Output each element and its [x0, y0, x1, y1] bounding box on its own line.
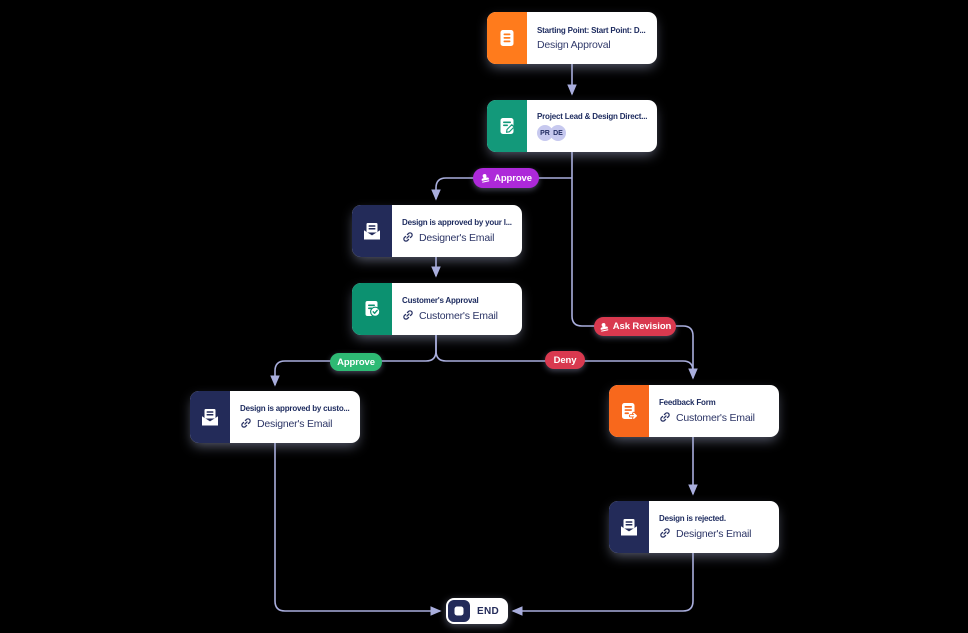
node-title: Design is rejected.	[659, 513, 726, 523]
node-project-lead-approval[interactable]: Project Lead & Design Direct... PR DE	[487, 100, 657, 152]
node-title: Feedback Form	[659, 397, 716, 407]
node-title: Design is approved by your l...	[402, 217, 512, 227]
node-title: Project Lead & Design Direct...	[537, 112, 648, 121]
branch-label-approve[interactable]: Approve	[473, 168, 539, 188]
branch-label-text: Deny	[553, 354, 577, 366]
linked-field-label: Designer's Email	[257, 418, 333, 430]
approval-task-icon	[487, 100, 527, 152]
linked-field-label: Customer's Email	[419, 310, 498, 322]
branch-label-deny[interactable]: Deny	[545, 351, 585, 369]
approver-badge: DE	[550, 125, 566, 141]
node-customer-approval[interactable]: Customer's Approval Customer's Email	[352, 283, 522, 335]
node-title: Starting Point: Start Point: D...	[537, 26, 646, 35]
email-icon	[352, 205, 392, 257]
approver-badges: PR DE	[537, 125, 653, 141]
end-label: END	[476, 605, 499, 617]
linked-field-label: Designer's Email	[419, 232, 495, 244]
node-title: Design is approved by custo...	[240, 403, 350, 413]
approval-check-icon	[352, 283, 392, 335]
feedback-form-icon	[609, 385, 649, 437]
branch-label-text: Ask Revision	[612, 321, 672, 332]
node-subtitle: Design Approval	[537, 39, 611, 51]
node-email-approved-by-lead[interactable]: Design is approved by your l... Designer…	[352, 205, 522, 257]
link-icon	[659, 527, 671, 542]
link-icon	[659, 411, 671, 426]
link-icon	[402, 309, 414, 324]
stop-square-icon	[448, 600, 470, 622]
email-icon	[190, 391, 230, 443]
link-icon	[240, 417, 252, 432]
linked-field-label: Customer's Email	[676, 412, 755, 424]
approver-badge: PR	[537, 125, 553, 141]
branch-label-text: Approve	[337, 356, 375, 368]
node-end[interactable]: END	[446, 598, 508, 624]
form-icon	[487, 12, 527, 64]
branch-label-text: Approve	[494, 172, 532, 184]
node-email-design-rejected[interactable]: Design is rejected. Designer's Email	[609, 501, 779, 553]
linked-field-label: Designer's Email	[676, 528, 752, 540]
branch-label-ask-revision[interactable]: Ask Revision	[594, 317, 676, 336]
node-feedback-form[interactable]: Feedback Form Customer's Email	[609, 385, 779, 437]
email-icon	[609, 501, 649, 553]
branch-label-approve[interactable]: Approve	[330, 353, 382, 371]
node-starting-point[interactable]: Starting Point: Start Point: D... Design…	[487, 12, 657, 64]
stamp-icon	[479, 172, 491, 184]
node-title: Customer's Approval	[402, 295, 479, 305]
node-email-approved-by-customer[interactable]: Design is approved by custo... Designer'…	[190, 391, 360, 443]
link-icon	[402, 231, 414, 246]
stamp-icon	[598, 321, 610, 333]
